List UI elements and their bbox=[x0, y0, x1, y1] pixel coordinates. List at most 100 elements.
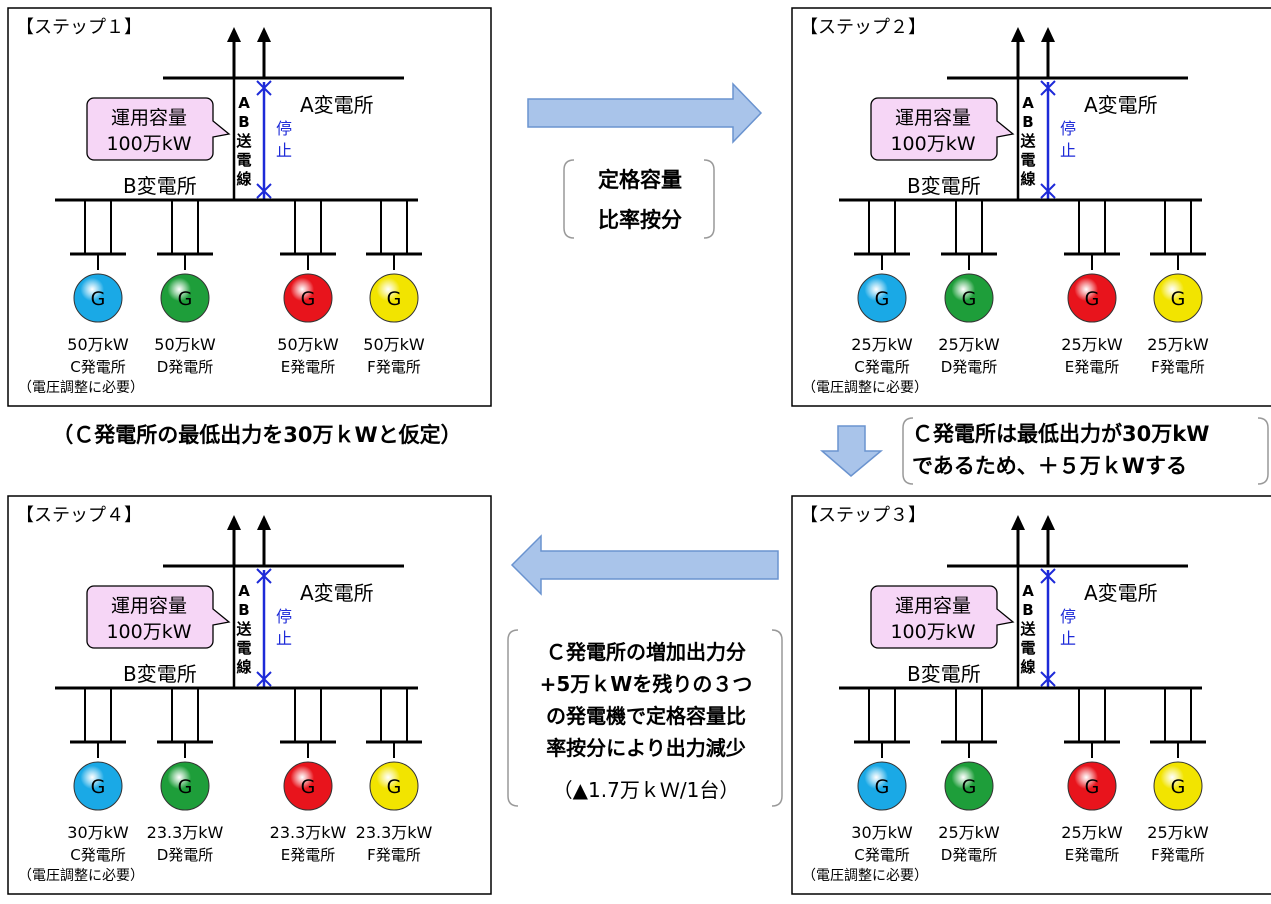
arrow-up-icon bbox=[1041, 515, 1055, 530]
stop-char: 停 bbox=[1060, 607, 1076, 626]
arrow-up-icon bbox=[257, 515, 271, 530]
stop-char: 停 bbox=[276, 119, 292, 138]
step-title: 【ステップ１】 bbox=[16, 17, 142, 38]
generator-output: 50万kW bbox=[277, 335, 339, 354]
ab-line-char: 電 bbox=[1020, 151, 1035, 169]
ab-line-char: B bbox=[238, 113, 249, 131]
generator-unit: G 25万kW F発電所 bbox=[1147, 200, 1209, 376]
step-panel-4: 【ステップ４】A変電所AB送電線停止運用容量100万kWB変電所G30万kWC発… bbox=[7, 495, 492, 895]
arrow-up-icon bbox=[1011, 515, 1025, 530]
capacity-callout bbox=[86, 97, 231, 161]
plant-name: E発電所 bbox=[281, 358, 335, 376]
plant-name: E発電所 bbox=[1065, 358, 1119, 376]
sub-b-label: B変電所 bbox=[123, 662, 197, 686]
capacity-label: 運用容量 bbox=[895, 107, 971, 129]
plant-name: F発電所 bbox=[1151, 846, 1205, 864]
generator-output: 23.3万kW bbox=[356, 823, 433, 842]
generator-letter: G bbox=[962, 288, 977, 310]
step3-reason-line-2: であるため、＋５万ｋWする bbox=[912, 454, 1187, 478]
capacity-callout bbox=[870, 585, 1015, 649]
generator-output: 23.3万kW bbox=[147, 823, 224, 842]
generator-letter: G bbox=[1171, 776, 1186, 798]
generator-letter: G bbox=[387, 288, 402, 310]
generator-letter: G bbox=[301, 776, 316, 798]
ab-line-char: 送 bbox=[235, 132, 252, 150]
ab-line-char: A bbox=[238, 582, 250, 600]
step-panel-1: 【ステップ１】A変電所AB送電線停止運用容量100万kWB変電所G50万kWC発… bbox=[7, 7, 492, 407]
step-frame bbox=[7, 495, 492, 895]
ab-line-char: A bbox=[1022, 582, 1034, 600]
capacity-label: 運用容量 bbox=[895, 595, 971, 617]
arrow-down-icon bbox=[819, 425, 884, 477]
step4-reason-bracket-left bbox=[507, 629, 519, 807]
step4-reason-line-1: Ｃ発電所の増加出力分 bbox=[546, 640, 746, 664]
generator-output: 25万kW bbox=[1147, 335, 1209, 354]
voltage-note: （電圧調整に必要） bbox=[18, 380, 144, 396]
step3-reason-bracket-right bbox=[1257, 417, 1269, 485]
voltage-note: （電圧調整に必要） bbox=[18, 868, 144, 884]
generator-letter: G bbox=[91, 288, 106, 310]
plant-name: C発電所 bbox=[70, 846, 125, 864]
plant-name: F発電所 bbox=[1151, 358, 1205, 376]
ab-line-char: B bbox=[238, 601, 249, 619]
generator-icon bbox=[283, 273, 333, 323]
plant-name: D発電所 bbox=[941, 358, 998, 376]
stop-char: 停 bbox=[276, 607, 292, 626]
breaker-open-icon bbox=[1040, 671, 1056, 687]
arrow-up-icon bbox=[257, 27, 271, 42]
arrow-left-icon bbox=[510, 534, 779, 596]
generator-letter: G bbox=[91, 776, 106, 798]
voltage-note: （電圧調整に必要） bbox=[802, 868, 928, 884]
generator-icon bbox=[160, 273, 210, 323]
breaker-open-icon bbox=[1040, 183, 1056, 199]
generator-output: 25万kW bbox=[1147, 823, 1209, 842]
generator-icon bbox=[857, 273, 907, 323]
generator-icon bbox=[1153, 761, 1203, 811]
generator-output: 25万kW bbox=[938, 335, 1000, 354]
breaker-open-icon bbox=[256, 80, 272, 96]
stop-char: 止 bbox=[1060, 141, 1076, 160]
generator-icon bbox=[73, 761, 123, 811]
stop-char: 止 bbox=[276, 629, 292, 648]
ab-line-char: 線 bbox=[236, 658, 251, 676]
step3-reason-bracket-left bbox=[902, 417, 914, 485]
generator-icon bbox=[1067, 273, 1117, 323]
generator-letter: G bbox=[1171, 288, 1186, 310]
ab-line-char: A bbox=[1022, 94, 1034, 112]
step4-reason-note: Ｃ発電所の増加出力分 +5万ｋWを残りの３つ の発電機で定格容量比 率按分により… bbox=[512, 636, 780, 806]
plant-name: F発電所 bbox=[367, 358, 421, 376]
generator-icon bbox=[1067, 761, 1117, 811]
rated-ratio-line-1: 定格容量 bbox=[598, 168, 682, 192]
breaker-open-icon bbox=[256, 568, 272, 584]
step-title: 【ステップ２】 bbox=[800, 17, 926, 38]
plant-name: C発電所 bbox=[70, 358, 125, 376]
plant-name: E発電所 bbox=[281, 846, 335, 864]
step-panel-3: 【ステップ３】A変電所AB送電線停止運用容量100万kWB変電所G30万kWC発… bbox=[791, 495, 1271, 895]
generator-icon bbox=[944, 761, 994, 811]
plant-name: D発電所 bbox=[157, 846, 214, 864]
breaker-open-icon bbox=[256, 183, 272, 199]
generator-icon bbox=[1153, 273, 1203, 323]
ab-line-char: 送 bbox=[1019, 132, 1036, 150]
generator-letter: G bbox=[875, 288, 890, 310]
ab-line-char: B bbox=[1022, 601, 1033, 619]
capacity-callout bbox=[870, 97, 1015, 161]
ab-line-char: 線 bbox=[236, 170, 251, 188]
generator-letter: G bbox=[875, 776, 890, 798]
generator-icon bbox=[369, 761, 419, 811]
sub-a-label: A変電所 bbox=[300, 581, 374, 605]
generator-icon bbox=[160, 761, 210, 811]
capacity-value: 100万kW bbox=[106, 621, 191, 643]
generator-icon bbox=[283, 761, 333, 811]
step-frame bbox=[7, 7, 492, 407]
step4-reason-bracket-right bbox=[771, 629, 783, 807]
plant-name: E発電所 bbox=[1065, 846, 1119, 864]
